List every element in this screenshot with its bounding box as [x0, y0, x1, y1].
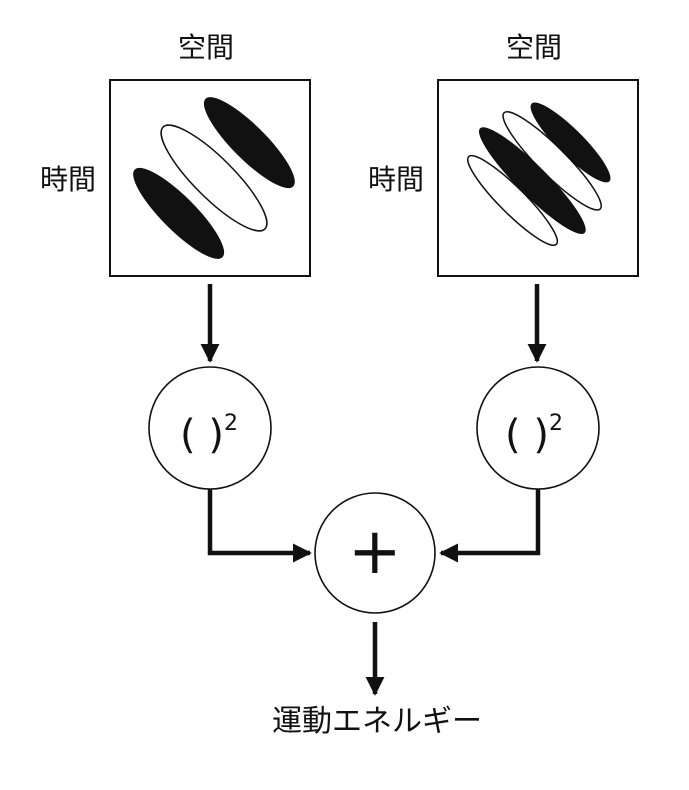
left-filter-box: [109, 79, 311, 277]
left-filter-dark-lobe: [203, 97, 295, 189]
sum-circle: [314, 492, 436, 614]
arrow-right-icon: [207, 489, 312, 563]
square-paren: ( ): [505, 412, 549, 458]
output-label: 運動エネルギー: [272, 704, 482, 739]
right-filter-light-lobe: [467, 154, 559, 246]
right-filter-box: [437, 79, 639, 277]
square-exponent: 2: [548, 411, 563, 436]
left-space-label: 空間: [178, 31, 235, 64]
left-filter-light-lobe: [160, 124, 268, 232]
left-time-label: 時間: [40, 163, 97, 196]
sum-symbol: +: [348, 515, 402, 589]
left-filter-dark-lobe: [133, 167, 225, 259]
square-paren: ( ): [180, 412, 224, 458]
arrow-left-icon: [439, 489, 541, 563]
square-exponent: 2: [223, 411, 238, 436]
right-square-operator: ( )2: [505, 404, 563, 455]
right-time-label: 時間: [368, 163, 425, 196]
right-filter-dark-lobe: [530, 102, 611, 183]
right-space-label: 空間: [506, 31, 563, 64]
right-filter-dark-lobe: [478, 127, 586, 235]
left-square-operator: ( )2: [180, 404, 238, 455]
